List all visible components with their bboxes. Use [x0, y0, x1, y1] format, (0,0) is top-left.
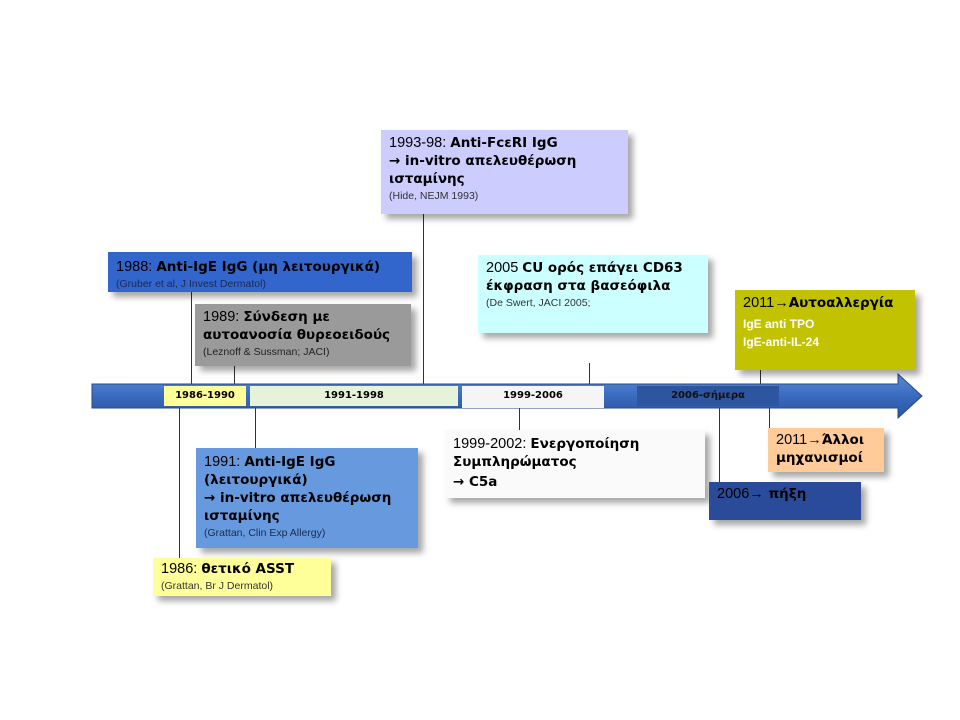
event-box-2006: 2006→ πήξη [709, 482, 861, 520]
arrow-icon: → [774, 295, 789, 311]
event-citation: (Grattan, Clin Exp Allergy) [204, 527, 326, 539]
event-year: 1991: [204, 454, 245, 470]
connector-2011b [769, 406, 770, 428]
event-box-1991: 1991: Anti-IgE IgG (λειτουργικά) → in-vi… [196, 448, 418, 548]
event-year: 2011 [743, 295, 775, 311]
connector-1988 [191, 292, 192, 385]
connector-2006 [719, 406, 720, 482]
arrow-icon: → [807, 432, 822, 448]
event-year: 1989: [203, 309, 244, 325]
segment-1986-1990: 1986-1990 [164, 386, 246, 406]
segment-2006-present: 2006-σήμερα [637, 386, 779, 406]
event-detail: IgE anti TPO [743, 317, 815, 331]
connector-1993 [423, 212, 424, 385]
event-citation: (Grattan, Br J Dermatol) [161, 580, 274, 592]
event-box-2011-other: 2011→Άλλοι μηχανισμοί [768, 428, 884, 472]
event-title: Anti-IgE IgG (λειτουργικά) [204, 454, 336, 488]
connector-1999 [519, 406, 520, 430]
event-detail: → in-vitro απελευθέρωση ισταμίνης [389, 153, 577, 187]
event-year: 1999-2002: [453, 436, 531, 452]
event-box-1988: 1988: Anti-IgE IgG (μη λειτουργικά) (Gru… [108, 252, 412, 292]
event-year: 1986: [161, 561, 202, 577]
event-year: 2006 [717, 486, 750, 502]
event-title: Άλλοι μηχανισμοί [776, 432, 865, 466]
segment-1991-1998: 1991-1998 [250, 386, 458, 406]
event-citation: (Leznoff & Sussman; JACI) [203, 346, 330, 358]
event-year: 2005 [486, 260, 523, 276]
event-title: CU ορός επάγει CD63 έκφραση στα βασεόφιλ… [486, 260, 683, 294]
event-box-2005: 2005 CU ορός επάγει CD63 έκφραση στα βασ… [478, 255, 708, 333]
event-title: Αυτοαλλεργία [788, 295, 894, 311]
event-title: Anti-IgE IgG (μη λειτουργικά) [156, 259, 381, 275]
event-box-2011-autoallergy: 2011→Αυτοαλλεργία IgE anti TPO IgE-anti-… [735, 290, 915, 370]
event-year: 2011 [776, 432, 808, 448]
event-citation: (Gruber et al, J Invest Dermatol) [116, 278, 266, 290]
connector-2011a [760, 370, 761, 385]
connector-1986 [179, 406, 180, 558]
event-title: Anti-FcεRI IgG [450, 135, 558, 151]
event-title: θετικό ASST [201, 561, 295, 577]
segment-1999-2006: 1999-2006 [462, 386, 604, 408]
connector-2005 [589, 363, 590, 385]
event-title: πήξη [763, 486, 807, 502]
event-year: 1993-98: [389, 135, 451, 151]
event-detail: → C5a [453, 474, 498, 490]
event-title: Ενεργοποίηση Συμπληρώματος [453, 436, 640, 470]
event-box-1993: 1993-98: Anti-FcεRI IgG → in-vitro απελε… [381, 130, 628, 214]
event-box-1989: 1989: Σύνδεση με αυτοανοσία θυρεοειδούς … [195, 304, 411, 366]
event-detail: → in-vitro απελευθέρωση ισταμίνης [204, 490, 392, 524]
connector-1989 [234, 365, 235, 385]
event-detail-2: IgE-anti-IL-24 [743, 335, 820, 349]
event-citation: (De Swert, JACI 2005; [486, 297, 591, 309]
event-box-1986: 1986: θετικό ASST (Grattan, Br J Dermato… [153, 558, 331, 596]
event-title: Σύνδεση με αυτοανοσία θυρεοειδούς [203, 309, 391, 343]
connector-1991 [255, 406, 256, 448]
arrow-icon: → [749, 486, 764, 502]
event-box-1999: 1999-2002: Ενεργοποίηση Συμπληρώματος → … [445, 430, 705, 498]
event-citation: (Hide, NEJM 1993) [389, 190, 479, 202]
event-year: 1988: [116, 259, 157, 275]
